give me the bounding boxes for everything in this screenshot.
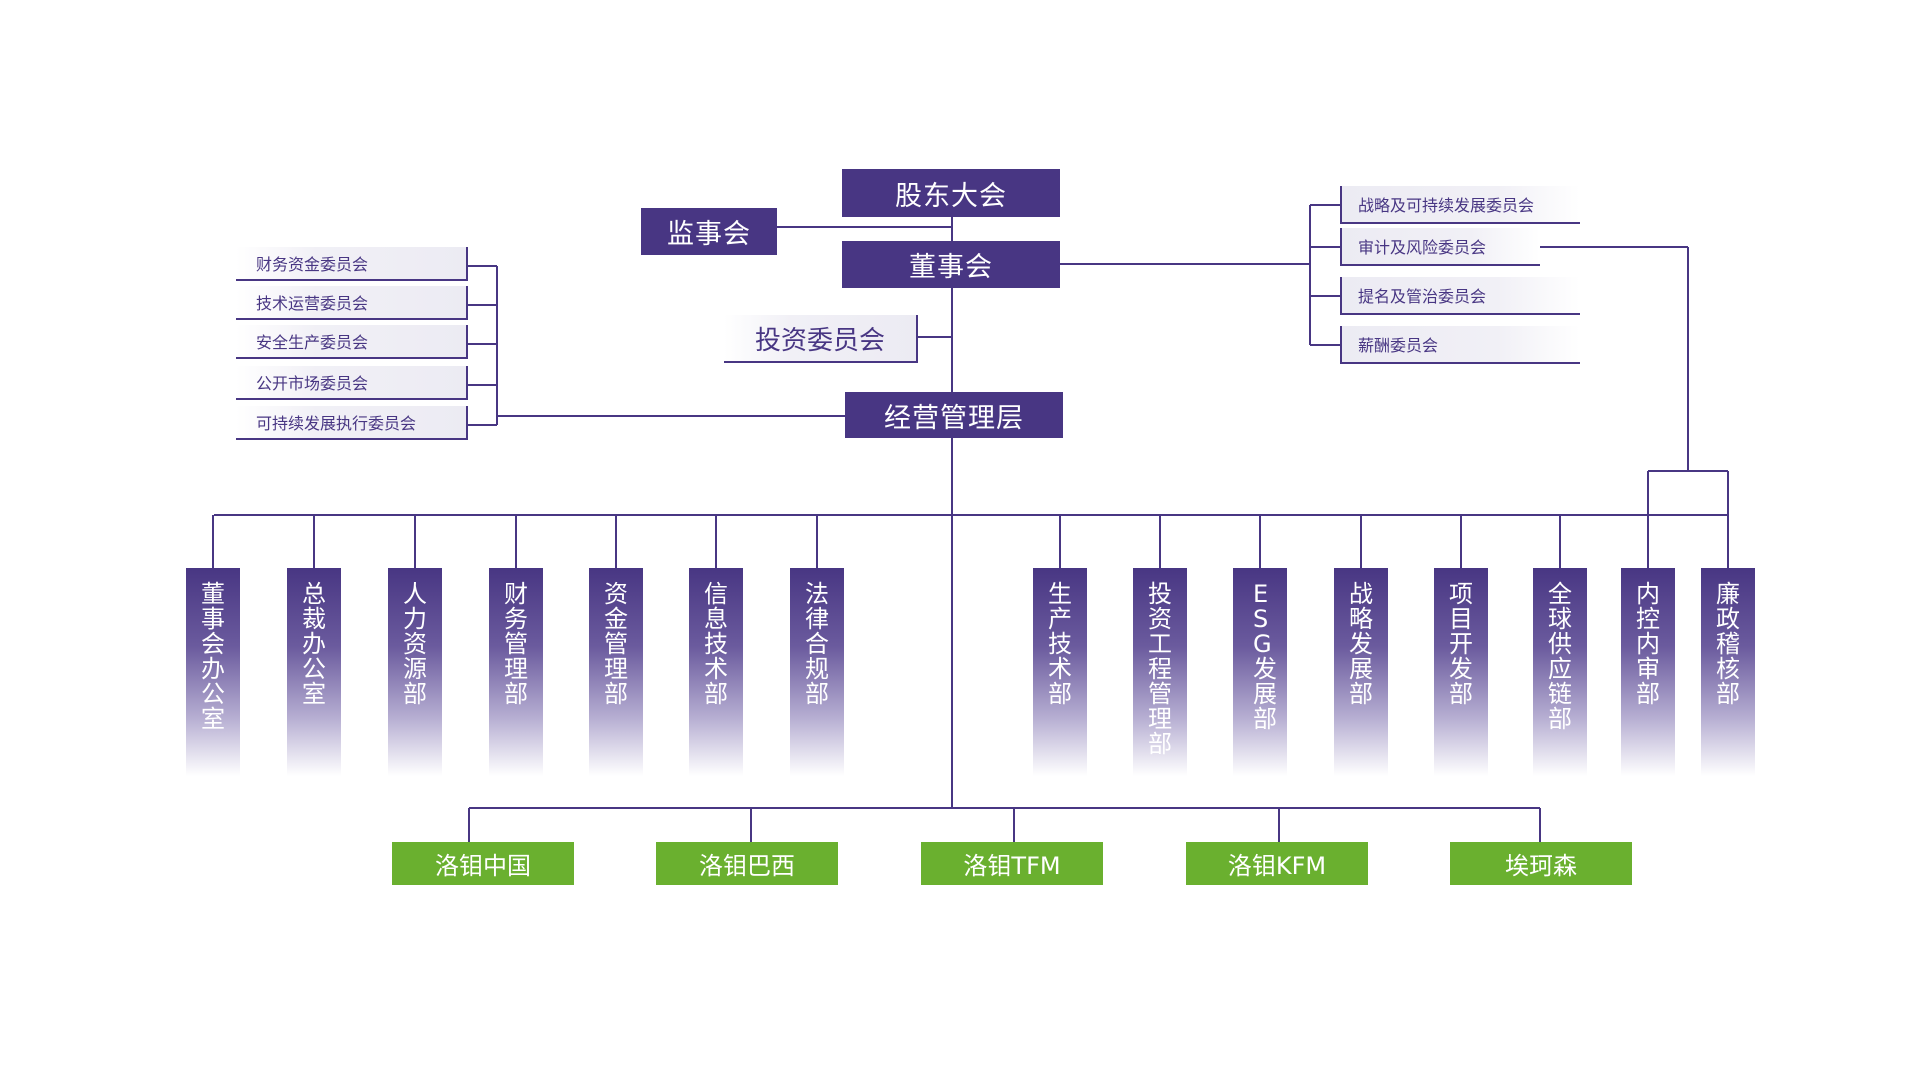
department-right-3: ESG发展部 bbox=[1233, 568, 1287, 776]
department-label: 项目开发部 bbox=[1449, 580, 1473, 708]
department-label: 法律合规部 bbox=[805, 580, 829, 708]
department-left-1: 董事会办公室 bbox=[186, 568, 240, 776]
department-right-4: 战略发展部 bbox=[1334, 568, 1388, 776]
department-left-6: 信息技术部 bbox=[689, 568, 743, 776]
department-label: 生产技术部 bbox=[1048, 580, 1072, 708]
department-label: 总裁办公室 bbox=[302, 580, 326, 708]
subsidiary-stems bbox=[468, 808, 1541, 842]
department-label: 内控内审部 bbox=[1636, 580, 1660, 708]
department-left-4: 财务管理部 bbox=[489, 568, 543, 776]
department-label: 人力资源部 bbox=[403, 580, 427, 708]
department-label: 全球供应链部 bbox=[1548, 580, 1572, 733]
department-label: 廉政稽核部 bbox=[1716, 580, 1740, 708]
department-label: 资金管理部 bbox=[604, 580, 628, 708]
board-committee-strategy: 战略及可持续发展委员会 bbox=[1340, 186, 1580, 224]
department-label: 董事会办公室 bbox=[201, 580, 225, 733]
management-committee-capital-markets: 公开市场委员会 bbox=[236, 366, 468, 400]
shareholders-meeting-box: 股东大会 bbox=[842, 169, 1060, 217]
department-label: 战略发展部 bbox=[1349, 580, 1373, 708]
management-committee-technology: 技术运营委员会 bbox=[236, 286, 468, 320]
subsidiary-3: 洛钼TFM bbox=[921, 842, 1103, 885]
department-right-5: 项目开发部 bbox=[1434, 568, 1488, 776]
department-label: 财务管理部 bbox=[504, 580, 528, 708]
subsidiary-1: 洛钼中国 bbox=[392, 842, 574, 885]
investment-committee-box: 投资委员会 bbox=[724, 315, 918, 363]
department-label: ESG发展部 bbox=[1253, 580, 1277, 733]
department-label: 信息技术部 bbox=[704, 580, 728, 708]
department-right-2: 投资工程管理部 bbox=[1133, 568, 1187, 776]
department-left-7: 法律合规部 bbox=[790, 568, 844, 776]
department-label: 投资工程管理部 bbox=[1148, 580, 1172, 758]
department-left-5: 资金管理部 bbox=[589, 568, 643, 776]
subsidiary-5: 埃珂森 bbox=[1450, 842, 1632, 885]
department-right-7: 内控内审部 bbox=[1621, 568, 1675, 776]
management-box: 经营管理层 bbox=[845, 392, 1063, 438]
department-right-1: 生产技术部 bbox=[1033, 568, 1087, 776]
department-stems bbox=[212, 515, 1561, 568]
department-right-8: 廉政稽核部 bbox=[1701, 568, 1755, 776]
department-right-6: 全球供应链部 bbox=[1533, 568, 1587, 776]
board-committee-remuneration: 薪酬委员会 bbox=[1340, 326, 1580, 364]
board-committee-audit-risk: 审计及风险委员会 bbox=[1340, 228, 1540, 266]
management-committee-sustainability: 可持续发展执行委员会 bbox=[236, 406, 468, 440]
department-left-3: 人力资源部 bbox=[388, 568, 442, 776]
board-committee-nomination: 提名及管治委员会 bbox=[1340, 277, 1580, 315]
management-committee-safety: 安全生产委员会 bbox=[236, 325, 468, 359]
subsidiary-4: 洛钼KFM bbox=[1186, 842, 1368, 885]
management-committee-finance: 财务资金委员会 bbox=[236, 247, 468, 281]
department-left-2: 总裁办公室 bbox=[287, 568, 341, 776]
supervisory-board-box: 监事会 bbox=[641, 208, 777, 255]
subsidiary-2: 洛钼巴西 bbox=[656, 842, 838, 885]
board-of-directors-box: 董事会 bbox=[842, 241, 1060, 288]
